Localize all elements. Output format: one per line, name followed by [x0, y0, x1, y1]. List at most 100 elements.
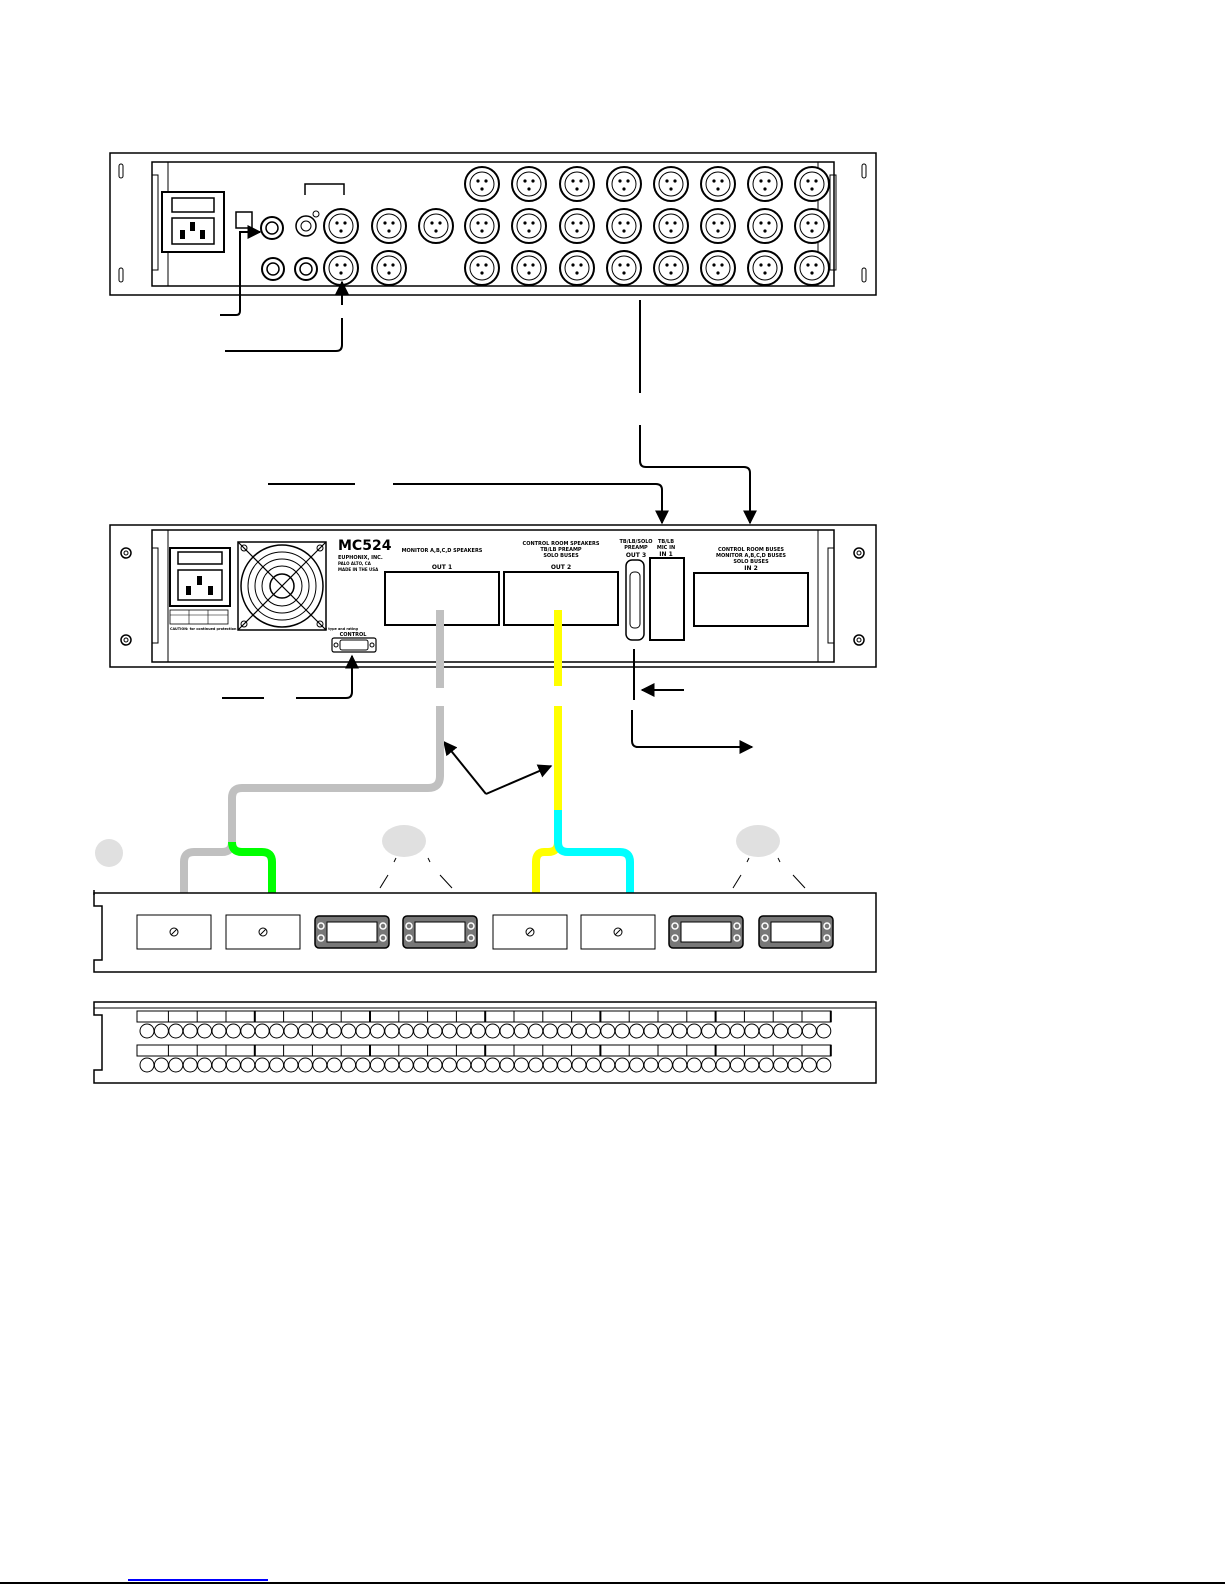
patch-jack[interactable]: [557, 1023, 573, 1039]
patch-jack[interactable]: [614, 1057, 630, 1073]
patch-jack[interactable]: [499, 1023, 515, 1039]
patch-jack[interactable]: [398, 1023, 414, 1039]
patch-jack[interactable]: [413, 1057, 429, 1073]
patch-jack[interactable]: [513, 1057, 529, 1073]
patch-jack[interactable]: [441, 1023, 457, 1039]
patch-jack[interactable]: [600, 1023, 616, 1039]
patch-jack[interactable]: [168, 1057, 184, 1073]
patch-jack[interactable]: [153, 1023, 169, 1039]
patch-jack[interactable]: [240, 1057, 256, 1073]
patch-jack[interactable]: [571, 1023, 587, 1039]
patch-jack[interactable]: [585, 1057, 601, 1073]
patch-jack[interactable]: [456, 1023, 472, 1039]
patch-jack[interactable]: [441, 1057, 457, 1073]
patch-jack[interactable]: [355, 1057, 371, 1073]
patch-jack[interactable]: [211, 1057, 227, 1073]
patch-jack[interactable]: [787, 1023, 803, 1039]
patch-jack[interactable]: [269, 1023, 285, 1039]
patch-jack[interactable]: [773, 1023, 789, 1039]
patch-jack[interactable]: [427, 1023, 443, 1039]
patch-jack[interactable]: [369, 1023, 385, 1039]
patch-jack[interactable]: [312, 1023, 328, 1039]
patch-jack[interactable]: [240, 1023, 256, 1039]
patch-jack[interactable]: [542, 1057, 558, 1073]
patch-jack[interactable]: [773, 1057, 789, 1073]
patch-jack[interactable]: [657, 1057, 673, 1073]
patch-jack[interactable]: [283, 1057, 299, 1073]
patch-jack[interactable]: [816, 1023, 832, 1039]
patch-jack[interactable]: [139, 1057, 155, 1073]
patch-jack[interactable]: [585, 1023, 601, 1039]
patch-jack[interactable]: [485, 1057, 501, 1073]
patch-jack[interactable]: [758, 1023, 774, 1039]
patch-jack[interactable]: [341, 1057, 357, 1073]
patch-jack[interactable]: [686, 1023, 702, 1039]
patch-jack[interactable]: [326, 1023, 342, 1039]
patch-jack[interactable]: [384, 1057, 400, 1073]
in1-description-2: MIC IN: [657, 545, 675, 551]
patch-jack[interactable]: [715, 1023, 731, 1039]
patch-jack[interactable]: [715, 1057, 731, 1073]
patch-jack[interactable]: [182, 1057, 198, 1073]
patch-jack[interactable]: [672, 1023, 688, 1039]
patch-jack[interactable]: [801, 1057, 817, 1073]
patch-jack[interactable]: [629, 1023, 645, 1039]
patch-jack[interactable]: [470, 1057, 486, 1073]
patch-jack[interactable]: [225, 1023, 241, 1039]
patch-jack[interactable]: [153, 1057, 169, 1073]
patch-jack[interactable]: [182, 1023, 198, 1039]
patch-jack[interactable]: [297, 1057, 313, 1073]
patch-jack[interactable]: [326, 1057, 342, 1073]
patch-jack[interactable]: [629, 1057, 645, 1073]
patch-jack[interactable]: [413, 1023, 429, 1039]
patch-jack[interactable]: [801, 1023, 817, 1039]
patch-jack[interactable]: [254, 1023, 270, 1039]
patch-jack[interactable]: [701, 1057, 717, 1073]
patch-jack[interactable]: [600, 1057, 616, 1073]
patch-jack[interactable]: [398, 1057, 414, 1073]
patch-jack[interactable]: [283, 1023, 299, 1039]
patch-jack[interactable]: [643, 1023, 659, 1039]
patch-jack[interactable]: [729, 1057, 745, 1073]
patch-jack[interactable]: [168, 1023, 184, 1039]
patch-jack[interactable]: [139, 1023, 155, 1039]
control-port: CONTROL: [331, 632, 377, 653]
patch-jack[interactable]: [686, 1057, 702, 1073]
patch-jack[interactable]: [744, 1057, 760, 1073]
patch-jack[interactable]: [672, 1057, 688, 1073]
patch-jack[interactable]: [614, 1023, 630, 1039]
patch-jack[interactable]: [297, 1023, 313, 1039]
patch-jack[interactable]: [499, 1057, 515, 1073]
patch-jack[interactable]: [787, 1057, 803, 1073]
patch-jack[interactable]: [542, 1023, 558, 1039]
patch-jack[interactable]: [485, 1023, 501, 1039]
patch-jack[interactable]: [355, 1023, 371, 1039]
patch-jack[interactable]: [269, 1057, 285, 1073]
patch-jack[interactable]: [341, 1023, 357, 1039]
patch-jack[interactable]: [254, 1057, 270, 1073]
patch-jack[interactable]: [312, 1057, 328, 1073]
patch-jack[interactable]: [197, 1023, 213, 1039]
patch-jack[interactable]: [744, 1023, 760, 1039]
patch-jack[interactable]: [528, 1023, 544, 1039]
patch-jack[interactable]: [816, 1057, 832, 1073]
patch-jack[interactable]: [211, 1023, 227, 1039]
patch-jack[interactable]: [225, 1057, 241, 1073]
patch-jack[interactable]: [384, 1023, 400, 1039]
patch-jack[interactable]: [557, 1057, 573, 1073]
patch-jack[interactable]: [197, 1057, 213, 1073]
patch-jack[interactable]: [758, 1057, 774, 1073]
patch-jack[interactable]: [729, 1023, 745, 1039]
patch-jack[interactable]: [571, 1057, 587, 1073]
maker-city: PALO ALTO, CA: [338, 561, 372, 566]
patch-jack[interactable]: [701, 1023, 717, 1039]
patch-jack[interactable]: [643, 1057, 659, 1073]
patch-jack[interactable]: [369, 1057, 385, 1073]
patch-jack[interactable]: [427, 1057, 443, 1073]
patch-jack[interactable]: [513, 1023, 529, 1039]
patch-jack[interactable]: [456, 1057, 472, 1073]
connector-panel: [93, 890, 877, 973]
patch-jack[interactable]: [657, 1023, 673, 1039]
patch-jack[interactable]: [528, 1057, 544, 1073]
patch-jack[interactable]: [470, 1023, 486, 1039]
